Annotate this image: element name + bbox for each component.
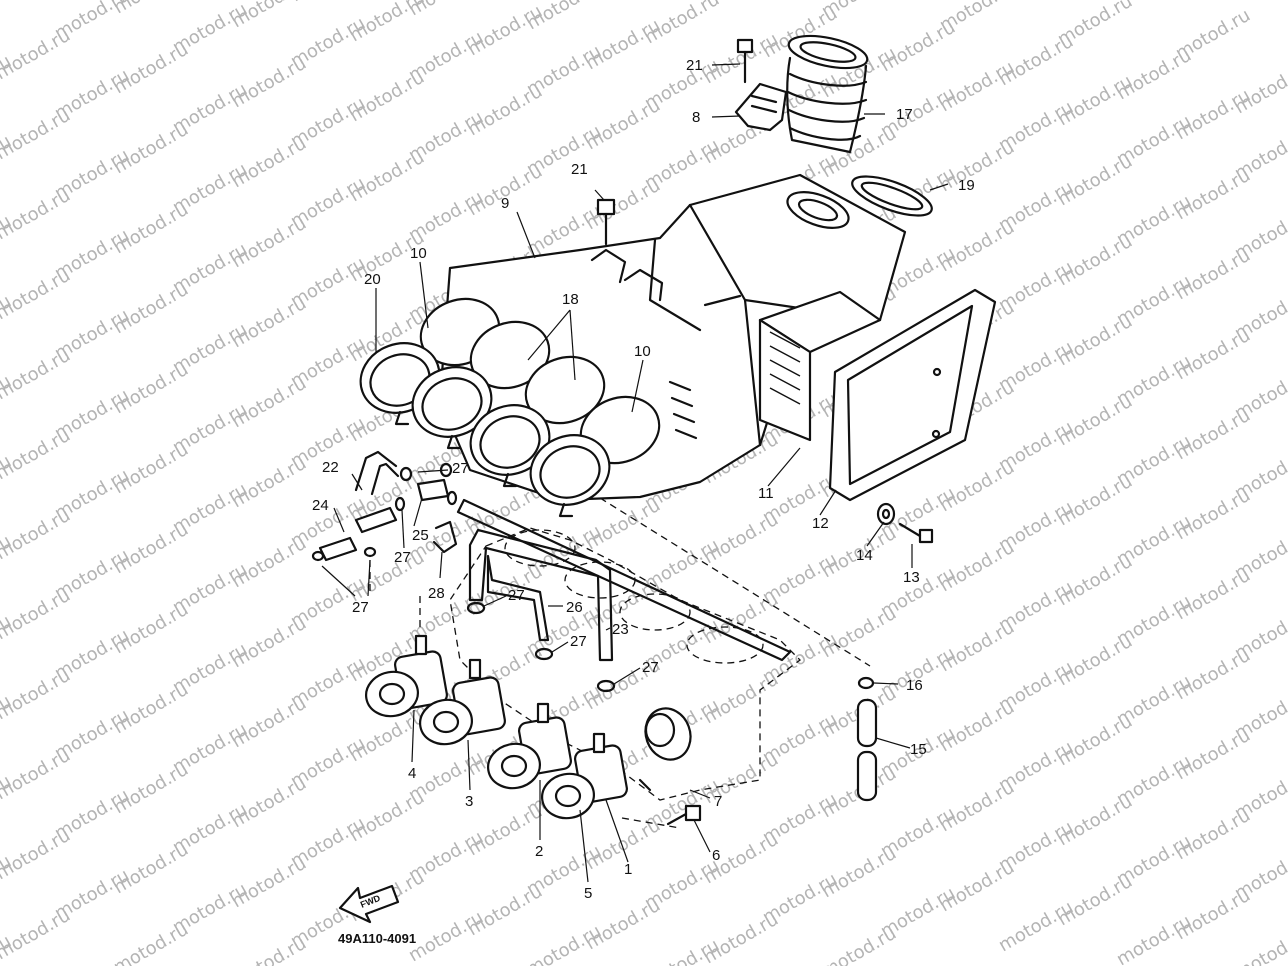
watermark-text: motod.ru (0, 345, 74, 404)
callout-27-a: 27 (394, 549, 411, 566)
watermark-text: motod.ru (0, 425, 74, 484)
callout-12: 12 (812, 515, 829, 532)
carburetor-outline (369, 497, 871, 829)
intake-duct (786, 34, 869, 154)
watermark-text: motod.ru (0, 745, 74, 804)
watermark-text: motod.ru (1231, 925, 1288, 966)
watermark-text: motod.ru (0, 0, 15, 30)
callout-27-f: 27 (642, 659, 659, 676)
callout-24: 24 (312, 497, 329, 514)
callout-13: 13 (903, 569, 920, 586)
callout-25: 25 (412, 527, 429, 544)
intake-manifolds (365, 634, 692, 820)
callout-2: 2 (535, 843, 543, 860)
callout-11: 11 (758, 485, 774, 502)
bolt-top (736, 38, 754, 84)
watermark-text: motod.ru (0, 185, 74, 244)
forward-arrow (338, 884, 400, 924)
washer (876, 502, 896, 526)
callout-21-mid: 21 (571, 161, 588, 178)
watermark-text: motod.ru (818, 923, 900, 966)
drain-hose (856, 676, 878, 802)
callout-7: 7 (714, 793, 722, 810)
callout-20: 20 (364, 271, 381, 288)
callout-27-b: 27 (452, 460, 469, 477)
breather-hoses (311, 450, 792, 693)
duct-seal (851, 175, 933, 217)
leader-lines (321, 63, 949, 883)
callout-10-left: 10 (410, 245, 427, 262)
screw (898, 522, 934, 544)
carburetor-joints (359, 297, 661, 518)
watermark-text: motod.ru (287, 0, 369, 6)
callout-6: 6 (712, 847, 720, 864)
callout-27-d: 27 (508, 587, 525, 604)
callout-23: 23 (612, 621, 629, 638)
callout-9: 9 (501, 195, 509, 212)
callout-1: 1 (624, 861, 632, 878)
watermark-text: motod.ru (0, 0, 74, 4)
bolt-middle (596, 198, 616, 246)
callout-19: 19 (958, 177, 975, 194)
callout-3: 3 (465, 793, 473, 810)
air-filter-element (758, 290, 882, 442)
watermark-text: motod.ru (0, 665, 74, 724)
watermark-text: motod.ru (110, 919, 192, 966)
callout-5: 5 (584, 885, 592, 902)
callout-26: 26 (566, 599, 583, 616)
watermark-text: motod.ru (0, 265, 74, 324)
callout-27-c: 27 (352, 599, 369, 616)
air-cleaner-cover (828, 288, 997, 502)
bracket (734, 82, 788, 132)
watermark-text: motod.ru (0, 25, 74, 84)
air-cleaner-drawing (311, 34, 997, 924)
watermark-text: motod.ru (0, 905, 74, 964)
callout-16: 16 (906, 677, 923, 694)
callout-15: 15 (910, 741, 927, 758)
callout-8: 8 (692, 109, 700, 126)
callout-21-top: 21 (686, 57, 703, 74)
watermark-text: motod.ru (523, 921, 605, 966)
watermark-text: motod.ru (0, 505, 74, 564)
bolt-manifold (666, 804, 702, 826)
watermark-text: motod.ru (0, 585, 74, 644)
callout-labels: 21 8 17 19 21 9 10 20 18 10 11 12 14 13 … (312, 57, 975, 946)
callout-27-e: 27 (570, 633, 587, 650)
watermark-text: motod.ru (0, 825, 74, 884)
callout-10-right: 10 (634, 343, 651, 360)
watermark-text: motod.ru (228, 933, 310, 966)
callout-14: 14 (856, 547, 873, 564)
callout-17: 17 (896, 106, 913, 123)
watermark-text: motod.ru (0, 105, 74, 164)
callout-28: 28 (428, 585, 445, 602)
callout-18: 18 (562, 291, 579, 308)
diagram-code: 49A110-4091 (338, 931, 416, 946)
callout-4: 4 (408, 765, 416, 782)
callout-22: 22 (322, 459, 339, 476)
